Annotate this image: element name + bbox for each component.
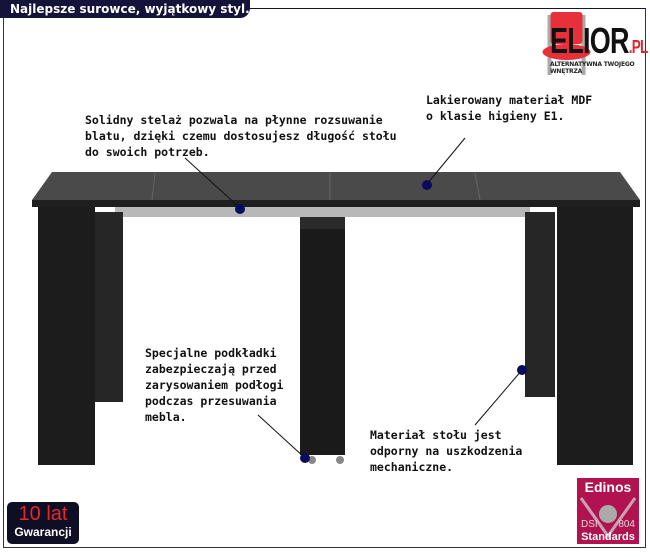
tagline-banner: Najlepsze surowce, wyjątkowy styl. [0, 0, 250, 18]
certificate-badge: Edinos DSI 804 Standards [577, 478, 639, 544]
certificate-bottom: Standards [581, 531, 635, 543]
table-edge [32, 200, 640, 207]
brand-logo: ELIOR.PL [550, 20, 648, 62]
marker-dot [300, 453, 310, 463]
content-frame [3, 8, 646, 548]
certificate-left: DSI [581, 519, 598, 530]
certificate-title: Edinos [584, 479, 632, 495]
annotation-frame: Solidny stelaż pozwala na płynne rozsuwa… [85, 113, 397, 159]
brand-slogan: ALTERNATYWNA TWOJEGO WNĘTRZA [550, 61, 635, 75]
brand-name: ELIOR [550, 20, 630, 61]
marker-dot [422, 180, 432, 190]
certificate-right: 804 [618, 519, 635, 530]
slide-rail [115, 207, 530, 217]
table-top [32, 172, 640, 200]
warranty-badge: 10 lat Gwarancji [7, 502, 79, 544]
leg [95, 212, 123, 402]
marker-dot [517, 365, 527, 375]
check-v-icon [579, 497, 637, 539]
leg [300, 229, 345, 455]
annotation-material: Materiał stołu jest odporny na uszkodzen… [370, 428, 523, 474]
leg [38, 207, 95, 465]
leg [557, 207, 633, 465]
marker-dot [235, 204, 245, 214]
annotation-pads: Specjalne podkładki zabezpieczają przed … [145, 346, 284, 424]
warranty-label: Gwarancji [14, 525, 72, 539]
chair-logo-icon [542, 12, 591, 75]
annotation-mdf: Lakierowany materiał MDF o klasie higien… [426, 93, 593, 123]
brand-tld: .PL [628, 37, 649, 57]
warranty-years: 10 lat [18, 503, 68, 525]
leg [525, 212, 555, 397]
